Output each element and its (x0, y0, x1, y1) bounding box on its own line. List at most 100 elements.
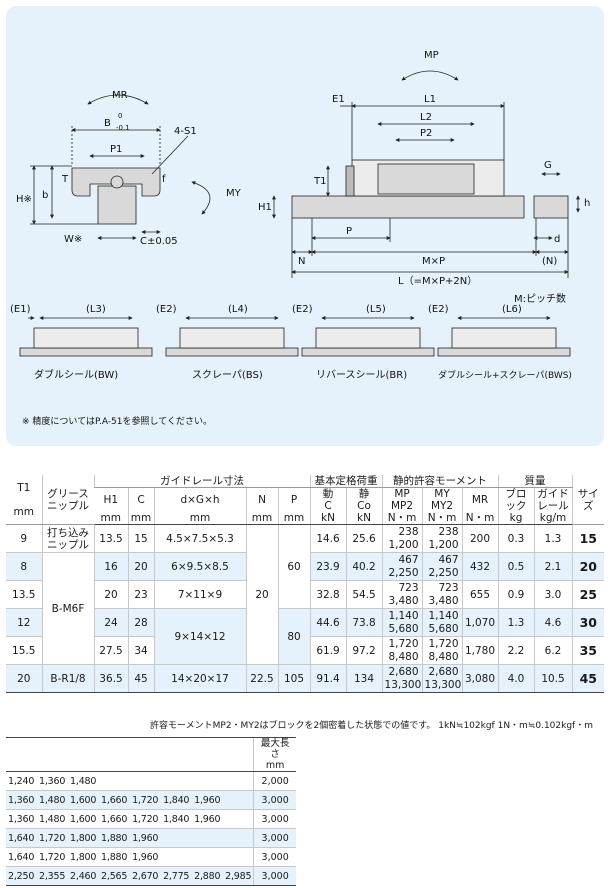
svg-text:(L5): (L5) (366, 304, 386, 315)
unit-rail: kg/m (533, 512, 573, 525)
cell-max: 2,000 (253, 771, 296, 791)
cell-t1: 12 (6, 608, 42, 637)
cross-section-view (30, 94, 211, 240)
header-load: 基本定格荷重 (309, 475, 383, 488)
table-row: 20 B-R1/8 36.5 45 14×20×17 22.5 105 91.4… (6, 664, 605, 693)
svg-text:H1: H1 (258, 202, 272, 213)
unit-n: mm (245, 512, 278, 525)
cell-mr: 200 (461, 524, 499, 553)
cell-rail: 6.2 (533, 636, 573, 665)
cell-rail: 4.6 (533, 608, 573, 637)
cell-n: 22.5 (245, 664, 278, 693)
header-grease: グリース ニップル (41, 475, 94, 525)
svg-text:リバースシール(BR): リバースシール(BR) (316, 369, 407, 381)
variant-bws-drawing (437, 316, 571, 357)
cell-block: 1.3 (497, 608, 535, 637)
cell-co-kn: 54.5 (345, 580, 383, 609)
cell-c: 23 (127, 580, 154, 609)
header-moment: 静的許容モーメント (381, 475, 499, 488)
svg-text:MR: MR (112, 90, 128, 101)
unit-p: mm (277, 512, 311, 525)
cell-c-kn: 14.6 (309, 524, 347, 553)
svg-text:T1: T1 (313, 176, 326, 187)
header-guide-rail: ガイドレール寸法 (93, 475, 311, 488)
table-row: 9 打ち込み ニップル 13.5 15 4.5×7.5×5.3 20 60 14… (6, 524, 605, 665)
svg-text:MY: MY (226, 188, 242, 199)
svg-text:L1: L1 (424, 94, 436, 105)
cell-lengths: 1,640 1,720 1,800 1,880 1,960 (6, 828, 254, 848)
cell-mr: 3,080 (461, 664, 499, 693)
unit-c-kn: kN (309, 512, 347, 525)
svg-text:(E1): (E1) (10, 304, 31, 315)
cell-lengths: 2,250 2,355 2,460 2,565 2,670 2,775 2,88… (6, 866, 254, 886)
cell-mr: 1,070 (461, 608, 499, 637)
cell-p: 80 (277, 608, 311, 665)
table-row: 1,360 1,480 1,600 1,660 1,720 1,840 1,96… (6, 790, 296, 810)
header-n: N (245, 487, 278, 512)
cell-block: 2.2 (497, 636, 535, 665)
cell-rail: 1.3 (533, 524, 573, 553)
cell-dgh: 14×20×17 (153, 664, 246, 693)
cell-t1: 8 (6, 552, 42, 581)
cell-size: 30 (571, 608, 605, 637)
svg-text:スクレーパ(BS): スクレーパ(BS) (192, 369, 263, 381)
svg-text:L（=M×P+2N）: L（=M×P+2N） (398, 275, 477, 287)
cell-lengths: 1,240 1,360 1,480 (6, 771, 254, 791)
cell-max: 3,000 (253, 828, 296, 848)
table-row: 1,360 1,480 1,600 1,660 1,720 1,840 1,96… (6, 809, 296, 829)
cell-c-kn: 91.4 (309, 664, 347, 693)
cell-c: 20 (127, 552, 154, 581)
header-mr: MR (461, 487, 499, 512)
cell-c-kn: 32.8 (309, 580, 347, 609)
cell-grease: 打ち込み ニップル (41, 524, 94, 553)
cell-c: 15 (127, 524, 154, 553)
cell-size: 35 (571, 636, 605, 665)
cell-co-kn: 40.2 (345, 552, 383, 581)
svg-text:N: N (298, 256, 305, 267)
svg-text:L2: L2 (420, 112, 432, 123)
table-row: 2,250 2,355 2,460 2,565 2,670 2,775 2,88… (6, 866, 296, 886)
svg-text:f: f (162, 174, 166, 185)
svg-text:(N): (N) (542, 256, 557, 267)
cell-lengths: 1,640 1,720 1,800 1,880 1,960 (6, 847, 254, 867)
cell-c-kn: 44.6 (309, 608, 347, 637)
cell-max: 3,000 (253, 847, 296, 867)
cell-dgh: 6×9.5×8.5 (153, 552, 246, 581)
cell-grease: B-R1/8 (41, 664, 94, 693)
cell-rail: 3.0 (533, 580, 573, 609)
svg-text:h: h (584, 198, 590, 209)
cell-mr: 1,780 (461, 636, 499, 665)
cell-size: 15 (571, 524, 605, 553)
cell-h1: 20 (93, 580, 128, 609)
variant-br-drawing (301, 316, 435, 357)
svg-text:(L3): (L3) (86, 304, 106, 315)
cell-mr: 655 (461, 580, 499, 609)
unit-mp: N・m (381, 512, 423, 525)
cell-co-kn: 25.6 (345, 524, 383, 553)
unit-block: kg (497, 512, 535, 525)
seal-variant-views (19, 316, 571, 357)
header-max-length: 最大長さ mm (253, 737, 296, 772)
unit-c: mm (127, 512, 154, 525)
svg-text:ダブルシール+スクレーパ(BWS): ダブルシール+スクレーパ(BWS) (438, 369, 572, 381)
header-rail: ガイド レール (533, 487, 573, 512)
cell-rail: 2.1 (533, 552, 573, 581)
variant-bw-drawing (19, 316, 153, 357)
cell-size: 25 (571, 580, 605, 609)
cell-h1: 24 (93, 608, 128, 637)
